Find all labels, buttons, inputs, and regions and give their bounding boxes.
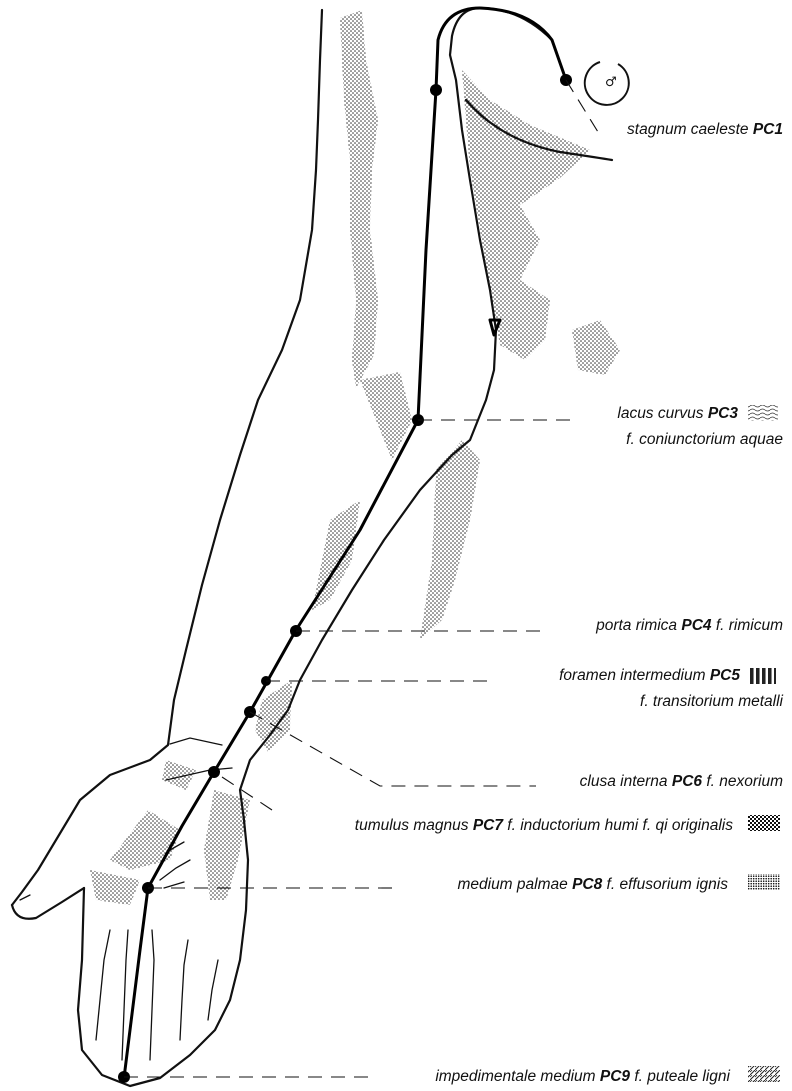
label-pc5-secondary: f. transitorium metalli <box>640 693 784 710</box>
phase-swatches <box>748 405 780 1082</box>
label-pc8: medium palmae PC8 f. effusorium ignis <box>457 876 728 893</box>
label-pc9: impedimentale medium PC9 f. puteale lign… <box>435 1068 730 1085</box>
water-phase-icon <box>748 405 778 421</box>
male-symbol-icon: ♂ <box>585 62 629 105</box>
label-pc5: foramen intermedium PC5 <box>559 667 740 684</box>
metal-phase-icon <box>750 668 776 684</box>
point-labels: stagnum caeleste PC1 lacus curvus PC3 f.… <box>355 121 784 1085</box>
label-pc4: porta rimica PC4 f. rimicum <box>595 617 783 634</box>
label-pc3: lacus curvus PC3 <box>617 405 738 422</box>
label-pc6: clusa interna PC6 f. nexorium <box>580 773 783 790</box>
fire-phase-icon <box>748 874 780 890</box>
label-pc3-secondary: f. coniunctorium aquae <box>626 431 783 448</box>
point-pc7[interactable] <box>208 766 220 778</box>
point-pc2[interactable] <box>430 84 442 96</box>
stipple-shading <box>90 10 620 905</box>
label-pc7: tumulus magnus PC7 f. inductorium humi f… <box>355 817 733 834</box>
svg-text:♂: ♂ <box>605 75 617 90</box>
label-pc1: stagnum caeleste PC1 <box>627 121 783 138</box>
earth-phase-icon <box>748 815 780 831</box>
wood-phase-icon <box>748 1066 780 1082</box>
